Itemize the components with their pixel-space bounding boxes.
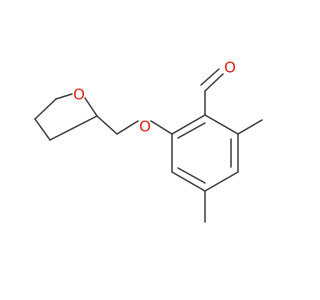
ring-bond-4	[171, 171, 206, 192]
oxygen-methylene-bond	[116, 120, 139, 135]
ring-bond-3	[204, 171, 239, 192]
aldehyde-double-bond-a	[204, 73, 224, 92]
carbonyl-oxygen-label: O	[224, 59, 236, 77]
tetrahydrofuran-ring	[34, 93, 98, 141]
molecule-canvas: O O O	[34, 58, 263, 223]
methylene-ring-bond	[96, 115, 118, 135]
ring-bond-4-inner	[177, 167, 206, 184]
thf-bond-c5-c4	[34, 98, 57, 120]
aldehyde-double-bond-b	[200, 68, 220, 86]
thf-bond-o-c5	[55, 93, 73, 100]
methyl-bond-upper	[237, 119, 263, 135]
benzene-ring	[171, 114, 239, 192]
ether-oxygen-label: O	[139, 118, 151, 136]
thf-bond-c2-o	[84, 97, 98, 117]
ring-oxygen-label: O	[73, 86, 85, 104]
structure-diagram: O O O	[34, 59, 263, 223]
thf-bond-c3-c2	[49, 115, 98, 141]
aryl-oxygen-bond	[150, 120, 173, 135]
thf-bond-c4-c3	[34, 118, 51, 141]
ring-bond-6	[171, 114, 206, 135]
ring-bond-6-inner	[177, 122, 206, 139]
ring-bond-1	[204, 114, 239, 135]
